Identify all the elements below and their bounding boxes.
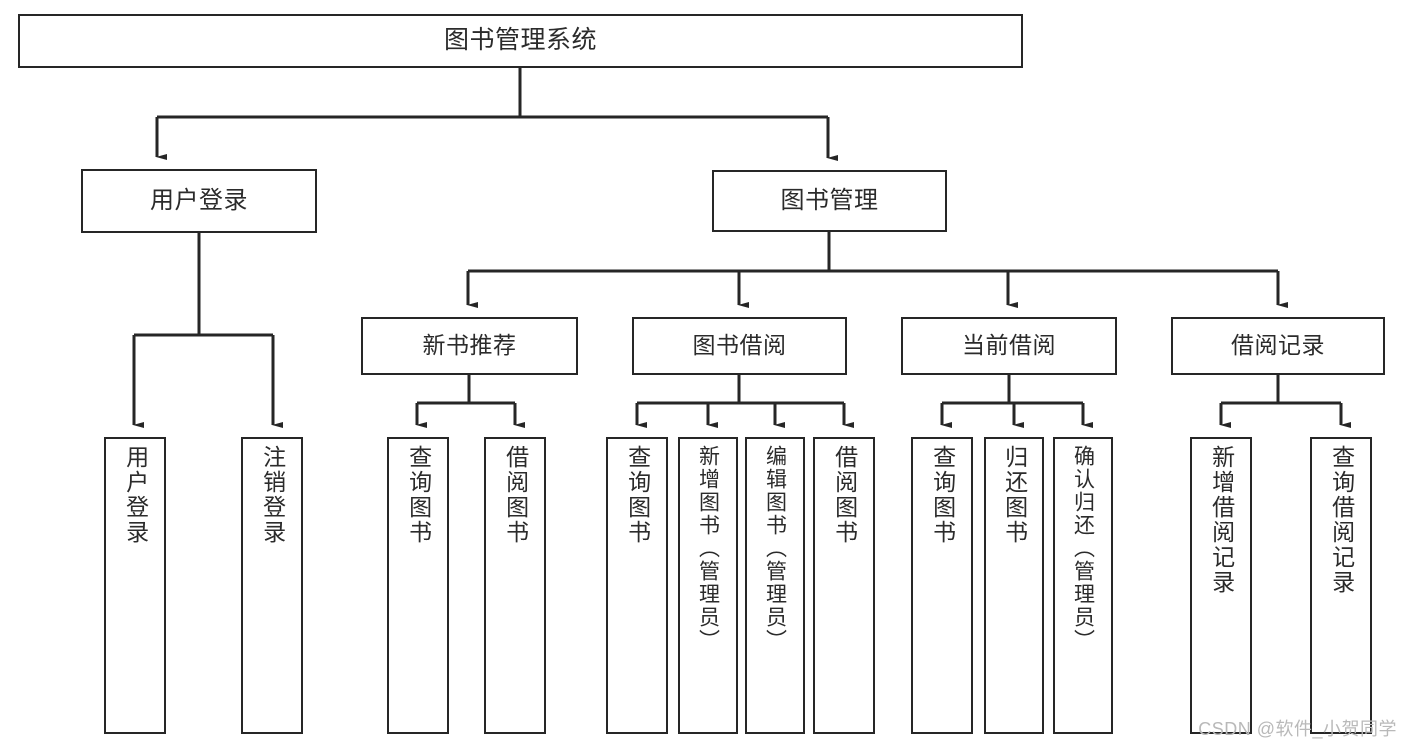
leaf-book-borrow[interactable]: 借阅图书	[813, 437, 875, 734]
node-current-borrow[interactable]: 当前借阅	[901, 317, 1117, 375]
node-book-borrow[interactable]: 图书借阅	[632, 317, 847, 375]
node-current-borrow-label: 当前借阅	[962, 332, 1056, 359]
leaf-book-borrow-label: 借阅图书	[831, 445, 858, 545]
node-borrow-record-label: 借阅记录	[1231, 332, 1325, 359]
leaf-book-add-label: 新增图书（管理员）	[696, 445, 720, 652]
leaf-record-query[interactable]: 查询借阅记录	[1310, 437, 1372, 734]
node-root-label: 图书管理系统	[443, 26, 597, 55]
csdn-watermark: CSDN @软件_小贺同学	[1198, 719, 1397, 739]
leaf-borrow-query-label: 查询图书	[624, 445, 651, 545]
leaf-user-logout-label: 注销登录	[259, 445, 286, 545]
node-book-borrow-label: 图书借阅	[692, 332, 787, 359]
node-user-login-label: 用户登录	[150, 186, 248, 214]
node-root[interactable]: 图书管理系统	[18, 14, 1023, 68]
leaf-record-add-label: 新增借阅记录	[1208, 445, 1235, 595]
leaf-cur-confirm[interactable]: 确认归还（管理员）	[1053, 437, 1113, 734]
leaf-record-add[interactable]: 新增借阅记录	[1190, 437, 1252, 734]
leaf-book-edit[interactable]: 编辑图书（管理员）	[745, 437, 805, 734]
leaf-rec-query-label: 查询图书	[405, 445, 432, 545]
node-new-book-rec[interactable]: 新书推荐	[361, 317, 578, 375]
node-new-book-rec-label: 新书推荐	[422, 332, 517, 359]
leaf-cur-return[interactable]: 归还图书	[984, 437, 1044, 734]
leaf-cur-query-label: 查询图书	[929, 445, 956, 545]
leaf-rec-borrow-label: 借阅图书	[502, 445, 529, 545]
node-borrow-record[interactable]: 借阅记录	[1171, 317, 1385, 375]
leaf-user-logout[interactable]: 注销登录	[241, 437, 303, 734]
leaf-cur-query[interactable]: 查询图书	[911, 437, 973, 734]
leaf-user-login[interactable]: 用户登录	[104, 437, 166, 734]
leaf-rec-borrow[interactable]: 借阅图书	[484, 437, 546, 734]
leaf-borrow-query[interactable]: 查询图书	[606, 437, 668, 734]
node-book-manage-label: 图书管理	[780, 186, 879, 214]
leaf-record-query-label: 查询借阅记录	[1328, 445, 1355, 595]
leaf-book-edit-label: 编辑图书（管理员）	[763, 445, 787, 652]
node-book-manage[interactable]: 图书管理	[712, 170, 947, 232]
node-user-login[interactable]: 用户登录	[81, 169, 317, 233]
leaf-rec-query[interactable]: 查询图书	[387, 437, 449, 734]
leaf-user-login-label: 用户登录	[122, 445, 149, 545]
leaf-cur-confirm-label: 确认归还（管理员）	[1071, 445, 1095, 652]
leaf-book-add[interactable]: 新增图书（管理员）	[678, 437, 738, 734]
leaf-cur-return-label: 归还图书	[1001, 445, 1028, 545]
